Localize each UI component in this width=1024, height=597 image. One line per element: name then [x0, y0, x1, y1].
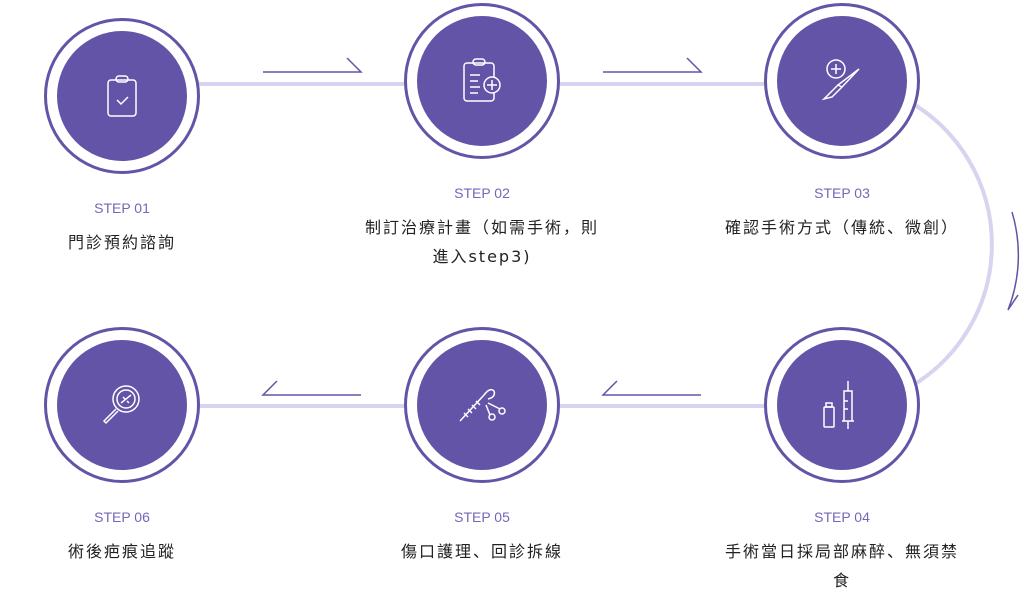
step-06-desc: 術後疤痕追蹤: [67, 542, 176, 561]
syringe-vial-icon: [823, 381, 854, 429]
step-06-label: STEP 06: [94, 509, 150, 525]
clipboard-plus-icon: [463, 58, 501, 102]
step-04-circle: [764, 327, 920, 483]
step-04-desc: 手術當日採局部麻醉、無須禁食: [724, 542, 959, 590]
step-03-circle: [764, 3, 920, 159]
suture-scissors-icon: [459, 388, 506, 422]
right-connector-arc: [913, 103, 994, 386]
step-01-label: STEP 01: [94, 200, 150, 216]
arrow-left-icon: [261, 380, 361, 396]
scalpel-icon: [821, 59, 860, 101]
step-06-circle: [44, 327, 200, 483]
step-03-desc: 確認手術方式（傳統、微創）: [724, 218, 959, 237]
magnifier-icon: [102, 385, 140, 425]
arrow-left-icon: [601, 380, 701, 396]
step-04-label: STEP 04: [814, 509, 870, 525]
clipboard-check-icon: [107, 75, 137, 117]
step-01-desc: 門診預約諮詢: [67, 233, 176, 252]
step-02-desc: 制訂治療計畫（如需手術，則進入step3): [364, 218, 599, 266]
arrow-right-icon: [603, 57, 703, 73]
step-05-desc: 傷口護理、回診拆線: [400, 542, 563, 561]
step-03-label: STEP 03: [814, 185, 870, 201]
arrow-right-icon: [263, 57, 363, 73]
step-05-label: STEP 05: [454, 509, 510, 525]
step-01-circle: [44, 18, 200, 174]
arrow-down-arc-icon: [1007, 211, 1020, 311]
step-05-circle: [404, 327, 560, 483]
step-02-circle: [404, 3, 560, 159]
step-02-label: STEP 02: [454, 185, 510, 201]
